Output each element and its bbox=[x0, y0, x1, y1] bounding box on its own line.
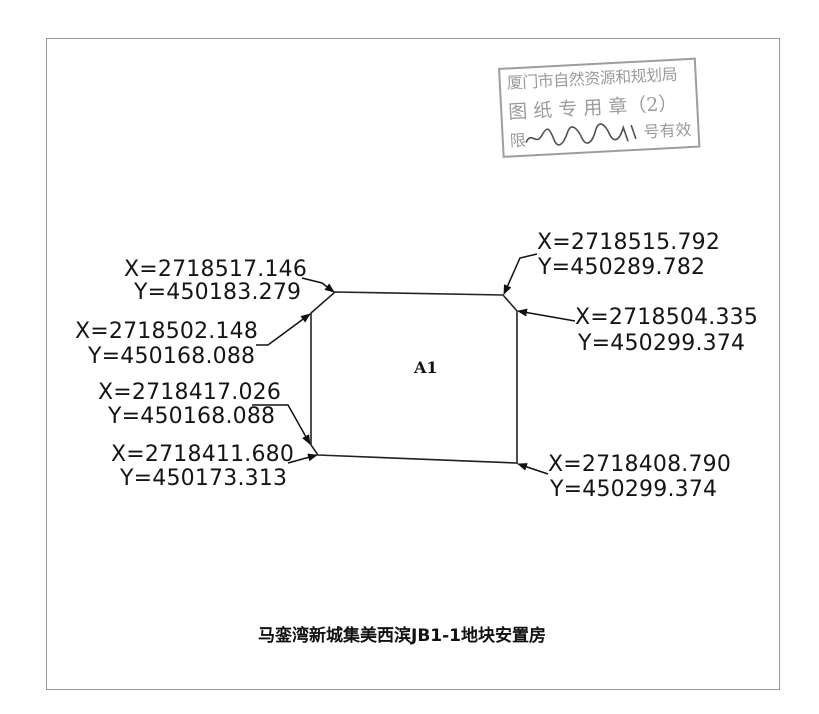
drawing-title: 马銮湾新城集美西滨JB1-1地块安置房 bbox=[258, 626, 546, 646]
drawing-frame bbox=[46, 38, 780, 690]
leader-line-p2 bbox=[256, 313, 311, 346]
leader-line-p1 bbox=[301, 277, 335, 293]
point-6-x-coordinate: X=2718504.335 bbox=[575, 305, 759, 330]
point-1-y-coordinate: Y=450183.279 bbox=[134, 280, 302, 305]
parcel-boundary bbox=[310, 291, 518, 464]
leader-line-p5 bbox=[503, 253, 538, 295]
point-5-y-coordinate: Y=450289.782 bbox=[538, 255, 706, 280]
point-3-y-coordinate: Y=450168.088 bbox=[108, 404, 276, 429]
leader-line-p6 bbox=[517, 308, 576, 322]
approval-stamp: 厦门市自然资源和规划局 图 纸 专 用 章（2） 限 号有效 bbox=[498, 57, 701, 158]
stamp-handwriting bbox=[525, 123, 637, 146]
point-7-y-coordinate: Y=450299.374 bbox=[550, 477, 718, 502]
leader-line-p7 bbox=[517, 463, 549, 475]
point-5-x-coordinate: X=2718515.792 bbox=[537, 230, 721, 255]
parcel-label: A1 bbox=[414, 358, 438, 377]
point-6-y-coordinate: Y=450299.374 bbox=[578, 331, 746, 356]
point-4-y-coordinate: Y=450173.313 bbox=[120, 466, 288, 491]
point-4-x-coordinate: X=2718411.680 bbox=[111, 442, 295, 467]
leader-line-p3 bbox=[252, 404, 311, 445]
point-2-y-coordinate: Y=450168.088 bbox=[88, 344, 256, 369]
point-3-x-coordinate: X=2718417.026 bbox=[98, 380, 282, 405]
leader-line-p4 bbox=[287, 453, 318, 464]
point-7-x-coordinate: X=2718408.790 bbox=[548, 452, 732, 477]
point-2-x-coordinate: X=2718502.148 bbox=[75, 319, 259, 344]
point-1-x-coordinate: X=2718517.146 bbox=[124, 257, 308, 282]
